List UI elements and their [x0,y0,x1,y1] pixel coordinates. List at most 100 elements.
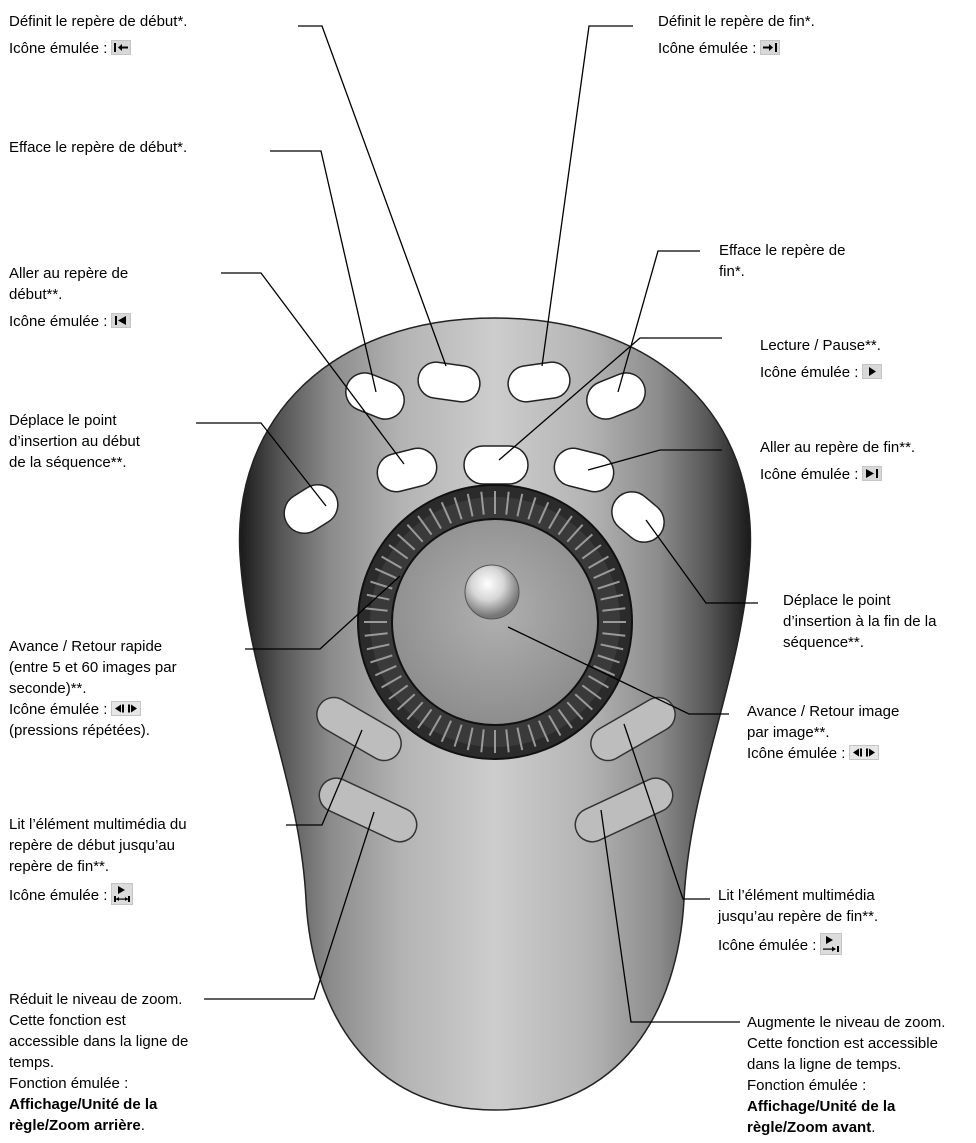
label-zoom-out-line: Fonction émulée : [9,1075,129,1092]
label-shuttle-line: seconde)**. [9,680,87,697]
label-seq-start-line: d’insertion au début [9,433,140,450]
play-to-out-icon [820,933,843,955]
ring-tick [505,491,510,515]
label-play-in-to-out-emulated: Icône émulée : [9,887,108,904]
zoom-in-button[interactable] [570,773,679,848]
label-play-in-to-out-line: Lit l’élément multimédia du [9,816,187,833]
label-goto-in-emulated: Icône émulée : [9,313,108,330]
label-goto-out-emulated: Icône émulée : [760,466,859,483]
ring-tick [557,515,573,536]
label-shuttle-line: (entre 5 et 60 images par [9,659,177,676]
ring-tick [453,497,463,520]
set-in-button[interactable] [416,360,482,404]
label-jog-line: par image**. [747,724,830,741]
label-goto-in-line: Aller au repère de [9,265,129,282]
go-to-in-button[interactable] [373,444,440,495]
label-zoom-out-menu-path: Affichage/Unité de la [9,1096,158,1113]
set-out-button[interactable] [506,360,572,404]
label-zoom-in-line: dans la ligne de temps. [747,1056,902,1073]
label-clear-out-line: Efface le repère de [719,242,846,259]
ring-tick [374,665,397,677]
set-out-point-icon [760,40,781,55]
ring-tick [466,727,474,751]
label-clear-in: Efface le repère de début*. [9,137,187,158]
ring-tick [388,684,409,700]
ring-tick [593,567,616,579]
label-seq-end-line: d’insertion à la fin de la [783,613,937,630]
ring-tick [538,501,550,524]
label-set-in-text: Définit le repère de début*. [9,13,188,30]
set-in-point-icon [111,40,132,55]
label-jog: Avance / Retour image par image**. Icône… [747,701,899,764]
leader-set-in [298,25,447,367]
ring-tick [602,607,626,612]
clear-out-button[interactable] [581,367,651,425]
go-to-out-point-icon [862,466,883,481]
sequence-start-button[interactable] [277,477,346,541]
label-seq-start: Déplace le point d’insertion au début de… [9,410,140,473]
ring-tick [406,523,424,543]
leader-shuttle [245,575,401,650]
jog-wheel-knob[interactable] [464,564,520,620]
label-zoom-in-menu-path: Affichage/Unité de la [747,1098,896,1115]
ring-tick [364,607,388,612]
sequence-end-button[interactable] [604,484,673,551]
label-seq-start-line: de la séquence**. [9,454,127,471]
label-play-to-out: Lit l’élément multimédia jusqu’au repère… [718,885,878,956]
label-set-out-text: Définit le repère de fin*. [658,13,815,30]
label-play-pause-text: Lecture / Pause**. [760,337,881,354]
ring-tick [557,708,573,729]
go-to-out-button[interactable] [550,444,617,495]
leader-seq-start [196,422,327,507]
ring-tick [396,693,416,711]
ring-tick [593,665,616,677]
label-shuttle: Avance / Retour rapide (entre 5 et 60 im… [9,636,177,741]
play-pause-button[interactable] [463,445,529,485]
label-play-in-to-out-line: repère de fin**. [9,858,110,875]
ring-tick [388,544,409,560]
leader-play-to-out [623,723,710,900]
leader-goto-in [221,272,405,465]
clear-in-button[interactable] [340,367,410,425]
leader-seq-end [645,519,758,604]
ring-tick [574,533,594,551]
label-play-to-out-emulated: Icône émulée : [718,937,817,954]
leader-set-out [541,25,633,367]
ring-tick [538,720,550,743]
label-zoom-in-menu-path: règle/Zoom avant [747,1119,872,1136]
ring-tick [480,729,485,753]
label-play-pause: Lecture / Pause**. Icône émulée : [760,335,883,383]
play-icon [862,364,883,379]
ring-tick [516,493,524,517]
ring-tick [600,593,624,601]
label-goto-in: Aller au repère de début**. Icône émulée… [9,263,132,332]
ring-tick [480,491,485,515]
leader-zoom-in [600,809,740,1023]
play-in-to-out-button[interactable] [311,691,408,766]
label-set-in-emulated: Icône émulée : [9,40,108,57]
ring-tick [428,508,442,529]
leader-zoom-out [204,811,375,1000]
label-zoom-in-line: Cette fonction est accessible [747,1035,938,1052]
label-goto-in-line: début**. [9,286,63,303]
zoom-out-button[interactable] [314,773,423,848]
ring-tick [602,632,626,637]
ring-tick [581,544,602,560]
label-seq-end-line: Déplace le point [783,592,891,609]
jog-wheel[interactable] [391,518,599,726]
frame-back-forward-icon [849,745,880,760]
label-zoom-out-menu-path: règle/Zoom arrière [9,1117,141,1134]
label-play-to-out-line: Lit l’élément multimédia [718,887,875,904]
leader-lines [196,25,758,1023]
ring-tick [440,501,452,524]
label-zoom-out-line: Cette fonction est [9,1012,126,1029]
play-in-to-out-icon [111,883,134,905]
label-zoom-out: Réduit le niveau de zoom. Cette fonction… [9,989,188,1136]
leader-play-in-to-out [286,729,363,826]
frame-back-forward-icon [111,701,142,716]
label-seq-end: Déplace le point d’insertion à la fin de… [783,590,936,653]
ring-tick [417,515,433,536]
ring-tick [597,654,620,664]
label-zoom-in-period: . [871,1119,876,1136]
